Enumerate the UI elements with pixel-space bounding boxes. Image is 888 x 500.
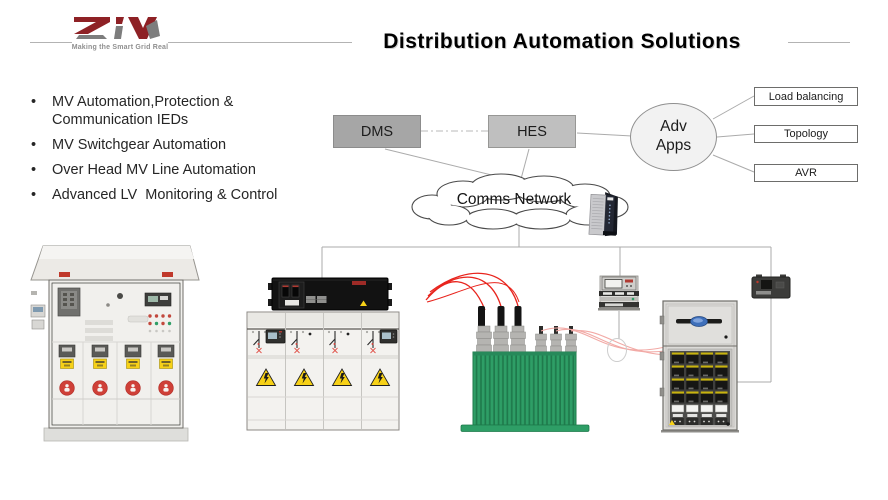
comms-router-device [588, 192, 618, 237]
rmu-switchgear [246, 311, 400, 431]
warning-triangle-icon [669, 420, 675, 425]
lv-supervisor-modem [751, 274, 791, 299]
bullet-item: MV Switchgear Automation [30, 136, 280, 154]
header-rule-right [788, 42, 850, 43]
warning-triangle-icon [360, 300, 367, 306]
adv-apps-label: Adv Apps [655, 118, 692, 154]
slide-title: Distribution Automation Solutions [352, 27, 772, 57]
header-rule-left [30, 42, 74, 43]
fuse-switch-modules [671, 352, 729, 404]
bullet-list: MV Automation,Protection & Communication… [30, 93, 280, 211]
lv-cables [540, 327, 666, 362]
app-box-load-balancing: Load balancing [754, 87, 858, 106]
header-rule-mid [168, 42, 352, 43]
bullet-item: Advanced LV Monitoring & Control [30, 186, 280, 204]
indicator-lights [148, 314, 172, 333]
mimic-diagram-symbols [253, 331, 374, 348]
comms-network-cloud [411, 173, 629, 230]
bullet-item: MV Automation,Protection & Communication… [30, 93, 280, 129]
dms-node: DMS [333, 115, 421, 148]
logo-tagline: Making the Smart Grid Real [66, 44, 174, 51]
lv-distribution-cabinet [659, 300, 739, 433]
mv-switchgear-cabinet [30, 245, 200, 442]
rtu-controller [268, 277, 392, 311]
danger-sticker-icons [59, 380, 174, 396]
rtu-brand-label [352, 281, 366, 285]
metering-concentrator [598, 275, 640, 311]
mv-overhead-cables [425, 272, 520, 311]
switch-mechanisms [58, 344, 175, 369]
feeder-display-units [265, 329, 398, 344]
ziv-logo-icon [74, 17, 160, 39]
distribution-transformer [460, 306, 590, 432]
bullet-item: Over Head MV Line Automation [30, 161, 280, 179]
junction-circle-annotation [607, 338, 627, 362]
hes-node: HES [488, 115, 576, 148]
app-box-avr: AVR [754, 164, 858, 182]
comms-network-label: Comms Network [456, 191, 572, 208]
hv-bushings [476, 325, 526, 353]
app-box-topology: Topology [754, 125, 858, 143]
adv-apps-node: Adv Apps [630, 103, 717, 171]
